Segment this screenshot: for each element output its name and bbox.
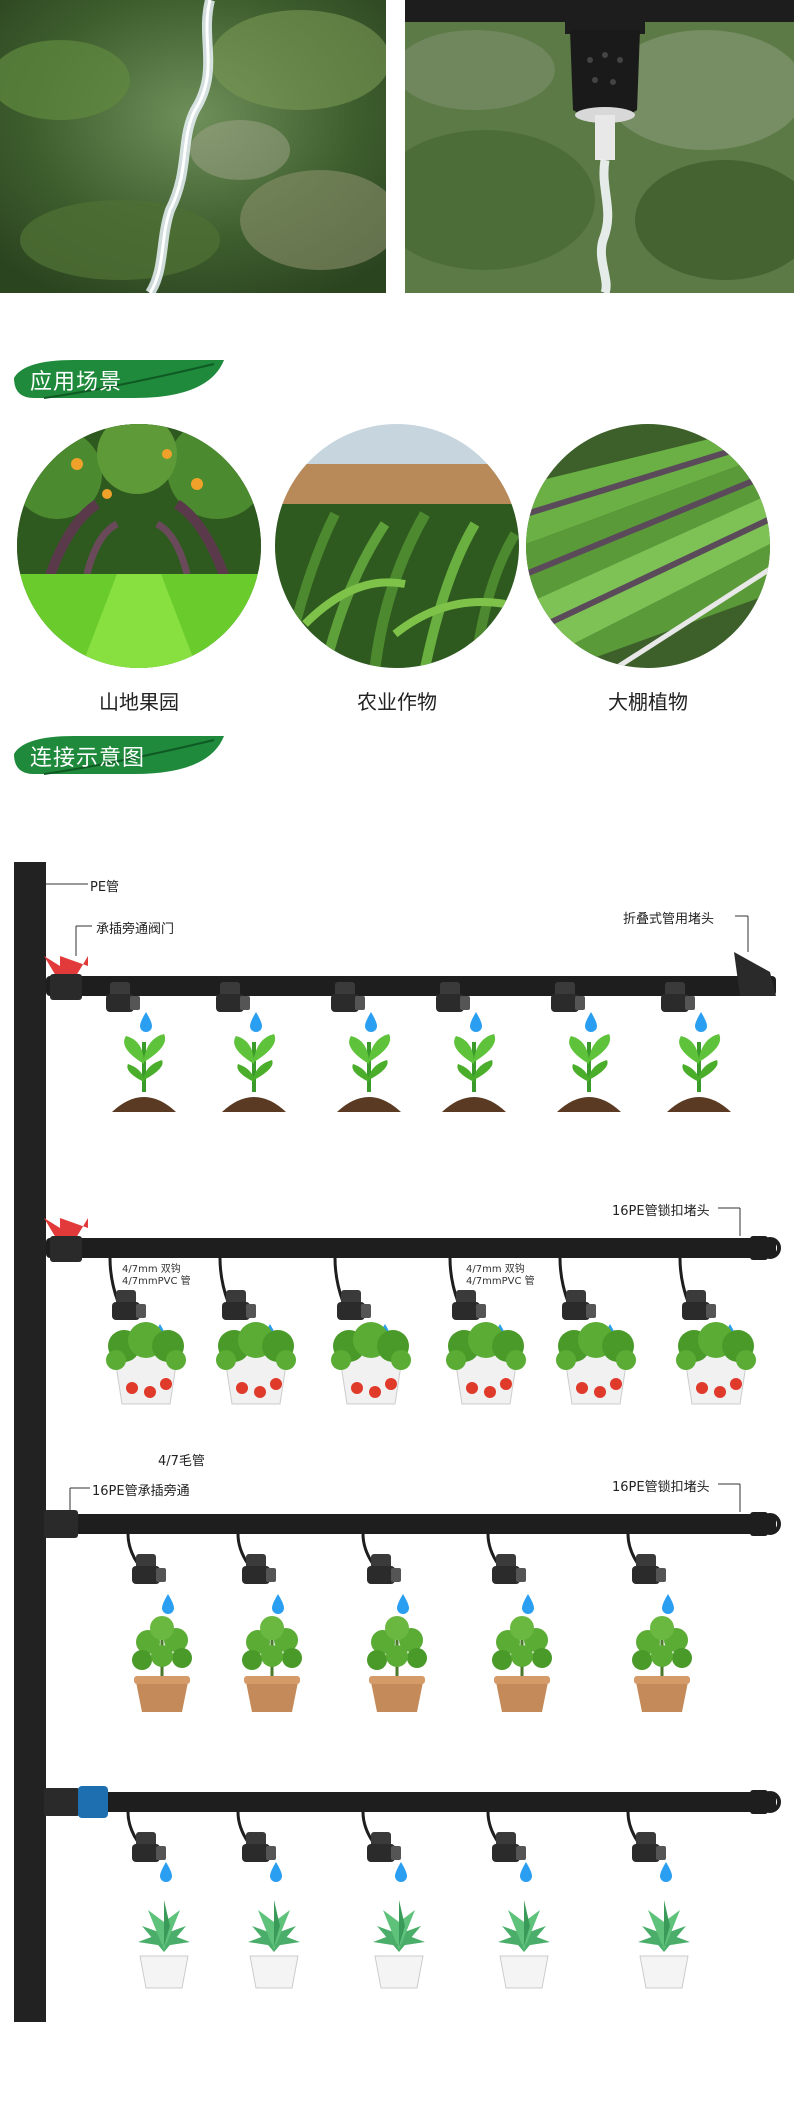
label-socket-bypass: 16PE管承插旁通 xyxy=(92,1484,190,1499)
sprout-plant xyxy=(110,1032,178,1114)
water-drop-icon xyxy=(397,1594,409,1614)
strawberry-planter xyxy=(215,1321,297,1405)
dripper-branch4 xyxy=(632,1832,666,1862)
dripper-branch4 xyxy=(242,1832,276,1862)
water-drop-icon xyxy=(660,1862,672,1882)
label-lock-plug-1: 16PE管锁扣堵头 xyxy=(612,1204,710,1219)
dripper-branch2 xyxy=(337,1290,371,1320)
potted-plant xyxy=(490,1614,554,1714)
label-bypass-valve: 承插旁通阀门 xyxy=(96,922,175,937)
dripper-branch2 xyxy=(112,1290,146,1320)
label-double-hook: 4/7mm 双钩 xyxy=(122,1264,181,1275)
strawberry-planter xyxy=(105,1321,187,1405)
succulent-plant xyxy=(637,1899,691,1989)
main-pe-pipe xyxy=(14,862,46,2022)
succulent-plant xyxy=(137,1899,191,1989)
water-drop-icon xyxy=(270,1862,282,1882)
label-pe-pipe: PE管 xyxy=(90,880,120,895)
water-drop-icon xyxy=(395,1862,407,1882)
water-drop-icon xyxy=(522,1594,534,1614)
scene-corn-field-label: 农业作物 xyxy=(357,690,437,714)
branch-4 xyxy=(44,1786,776,1818)
strawberry-planter xyxy=(675,1321,757,1405)
dripper-branch2 xyxy=(562,1290,596,1320)
water-drop-icon xyxy=(140,1012,152,1032)
sprout-plant xyxy=(665,1032,733,1114)
dripper-branch3 xyxy=(632,1554,666,1584)
label-lock-plug-2: 16PE管锁扣堵头 xyxy=(612,1480,710,1495)
label-double-hook-2: 4/7mm 双钩 xyxy=(466,1264,525,1275)
scene-orchard-label: 山地果园 xyxy=(99,690,179,714)
section-header-connection: 连接示意图 xyxy=(14,734,224,776)
dripper-branch4 xyxy=(367,1832,401,1862)
branch-2 xyxy=(44,1207,776,1262)
branch-3 xyxy=(44,1483,776,1538)
water-drop-icon xyxy=(250,1012,262,1032)
potted-plant xyxy=(240,1614,304,1714)
water-drop-icon xyxy=(585,1012,597,1032)
section-title-application: 应用场景 xyxy=(30,370,123,395)
succulent-plant xyxy=(372,1899,426,1989)
dripper-branch2 xyxy=(682,1290,716,1320)
dripper-branch3 xyxy=(132,1554,166,1584)
label-capillary: 4/7毛管 xyxy=(158,1454,205,1469)
dripper-branch3 xyxy=(492,1554,526,1584)
scene-greenhouse-label: 大棚植物 xyxy=(608,690,688,714)
water-drop-icon xyxy=(272,1594,284,1614)
photo-dripper-nozzle xyxy=(405,0,794,293)
dripper-branch2 xyxy=(452,1290,486,1320)
dripper-branch2 xyxy=(222,1290,256,1320)
scene-greenhouse-image xyxy=(526,424,770,668)
label-pvc-pipe: 4/7mmPVC 管 xyxy=(122,1276,191,1287)
water-drop-icon xyxy=(662,1594,674,1614)
dripper-branch4 xyxy=(492,1832,526,1862)
sprout-plant xyxy=(440,1032,508,1114)
water-drop-icon xyxy=(365,1012,377,1032)
water-drop-icon xyxy=(160,1862,172,1882)
strawberry-planter xyxy=(330,1321,412,1405)
water-drop-icon xyxy=(162,1594,174,1614)
water-drop-icon xyxy=(470,1012,482,1032)
potted-plant xyxy=(365,1614,429,1714)
sprout-plant xyxy=(555,1032,623,1114)
scene-corn-field-image xyxy=(275,424,519,668)
water-drop-icon xyxy=(520,1862,532,1882)
label-pvc-pipe-2: 4/7mmPVC 管 xyxy=(466,1276,535,1287)
succulent-plant xyxy=(247,1899,301,1989)
dripper-branch3 xyxy=(367,1554,401,1584)
label-folding-end-plug: 折叠式管用堵头 xyxy=(623,912,715,927)
photo-water-stream xyxy=(0,0,386,293)
potted-plant xyxy=(130,1614,194,1714)
potted-plant xyxy=(630,1614,694,1714)
dripper-branch4 xyxy=(132,1832,166,1862)
sprout-plant xyxy=(335,1032,403,1114)
section-header-application: 应用场景 xyxy=(14,358,224,400)
sprout-plant xyxy=(220,1032,288,1114)
succulent-plant xyxy=(497,1899,551,1989)
section-title-connection: 连接示意图 xyxy=(30,746,146,771)
scene-orchard-image xyxy=(17,424,261,668)
irrigation-diagram xyxy=(14,862,781,2022)
strawberry-planter xyxy=(445,1321,527,1405)
strawberry-planter xyxy=(555,1321,637,1405)
dripper-branch3 xyxy=(242,1554,276,1584)
water-drop-icon xyxy=(695,1012,707,1032)
